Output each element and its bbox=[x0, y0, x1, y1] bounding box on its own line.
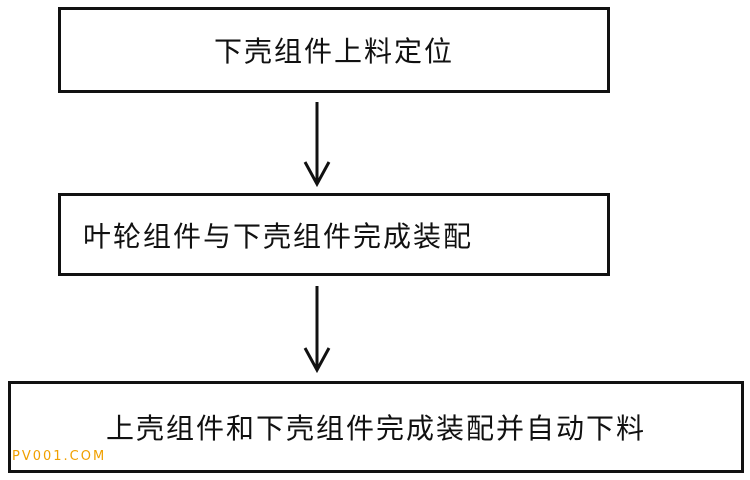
step-2-label: 叶轮组件与下壳组件完成装配 bbox=[83, 219, 474, 253]
step-1-box: 下壳组件上料定位 bbox=[58, 7, 610, 93]
step-1-label: 下壳组件上料定位 bbox=[213, 35, 454, 68]
watermark-text: PV001.COM bbox=[12, 449, 107, 464]
step-3-label: 上壳组件和下壳组件完成装配并自动下料 bbox=[105, 412, 646, 445]
down-arrow-icon bbox=[303, 286, 331, 374]
down-arrow-icon bbox=[303, 102, 331, 188]
step-3-box: 上壳组件和下壳组件完成装配并自动下料 bbox=[8, 381, 744, 473]
step-2-box: 叶轮组件与下壳组件完成装配 bbox=[58, 193, 610, 276]
